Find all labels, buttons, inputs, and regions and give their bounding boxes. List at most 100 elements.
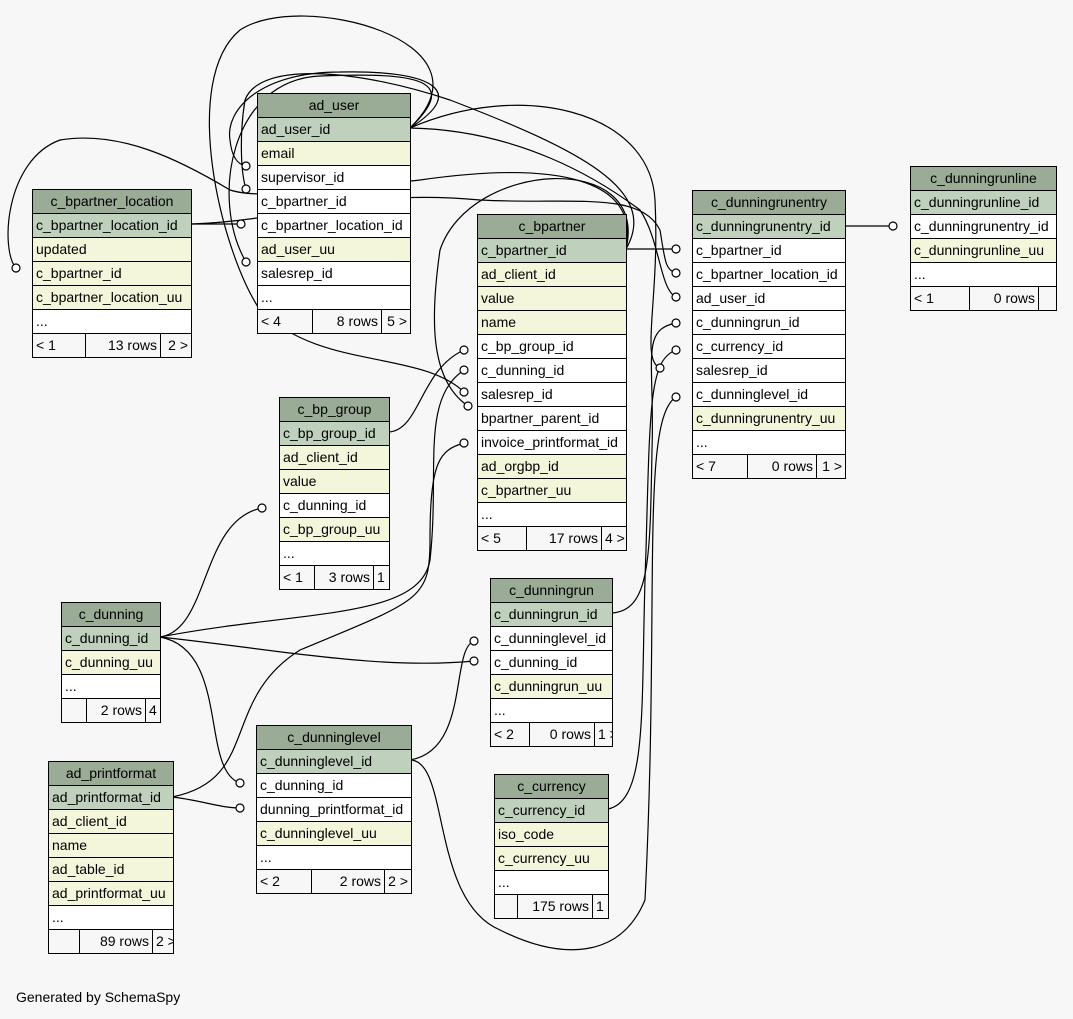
column-row[interactable]: c_bpartner_id <box>693 239 845 263</box>
parents-count[interactable] <box>49 930 80 953</box>
column-row[interactable]: c_currency_uu <box>495 847 608 871</box>
table-title[interactable]: c_bpartner <box>478 215 626 239</box>
column-row[interactable]: ad_client_id <box>280 446 389 470</box>
more-columns-row[interactable]: ... <box>49 906 173 930</box>
column-row[interactable]: ad_table_id <box>49 858 173 882</box>
table-title[interactable]: ad_user <box>258 94 410 118</box>
children-count[interactable]: 1 > <box>377 569 389 585</box>
parents-count[interactable]: < 2 <box>491 723 530 746</box>
column-row[interactable]: value <box>280 470 389 494</box>
column-row[interactable]: c_bpartner_id <box>33 262 191 286</box>
column-row[interactable]: c_dunning_id <box>478 359 626 383</box>
children-count[interactable]: 4 > <box>149 702 160 718</box>
column-row[interactable]: c_dunningrunline_id <box>911 191 1056 215</box>
column-row[interactable]: c_dunningrunentry_id <box>693 215 845 239</box>
column-row[interactable]: invoice_printformat_id <box>478 431 626 455</box>
table-title[interactable]: c_dunning <box>62 603 160 627</box>
column-row[interactable]: c_dunningrun_uu <box>491 675 612 699</box>
column-row[interactable]: c_dunning_id <box>257 774 411 798</box>
parents-count[interactable]: < 1 <box>33 334 86 357</box>
column-row[interactable]: name <box>49 834 173 858</box>
column-row[interactable]: supervisor_id <box>258 166 410 190</box>
column-row[interactable]: c_dunninglevel_id <box>257 750 411 774</box>
column-row[interactable]: updated <box>33 238 191 262</box>
parents-count[interactable] <box>495 895 518 918</box>
column-row[interactable]: c_dunningrunentry_uu <box>693 407 845 431</box>
more-columns-row[interactable]: ... <box>478 503 626 527</box>
column-row[interactable]: dunning_printformat_id <box>257 798 411 822</box>
table-title[interactable]: c_dunninglevel <box>257 726 411 750</box>
children-count[interactable] <box>1039 287 1056 310</box>
more-columns-row[interactable]: ... <box>62 675 160 699</box>
column-row[interactable]: c_dunningrun_id <box>693 311 845 335</box>
column-row[interactable]: ad_orgbp_id <box>478 455 626 479</box>
column-row[interactable]: ad_user_id <box>258 118 410 142</box>
table-title[interactable]: c_currency <box>495 775 608 799</box>
more-columns-row[interactable]: ... <box>911 263 1056 287</box>
column-row[interactable]: c_bp_group_id <box>280 422 389 446</box>
column-row[interactable]: bpartner_parent_id <box>478 407 626 431</box>
column-row[interactable]: c_currency_id <box>693 335 845 359</box>
more-columns-row[interactable]: ... <box>33 310 191 334</box>
column-row[interactable]: c_dunninglevel_id <box>491 627 612 651</box>
table-title[interactable]: c_bp_group <box>280 398 389 422</box>
parents-count[interactable]: < 1 <box>280 566 315 589</box>
column-row[interactable]: c_bpartner_location_id <box>33 214 191 238</box>
parents-count[interactable]: < 4 <box>258 310 313 333</box>
column-row[interactable]: ad_user_uu <box>258 238 410 262</box>
column-row[interactable]: iso_code <box>495 823 608 847</box>
parents-count[interactable]: < 7 <box>693 455 748 478</box>
children-count[interactable]: 5 > <box>387 313 407 329</box>
column-row[interactable]: salesrep_id <box>478 383 626 407</box>
children-count[interactable]: 2 > <box>156 933 173 949</box>
column-row[interactable]: salesrep_id <box>693 359 845 383</box>
more-columns-row[interactable]: ... <box>491 699 612 723</box>
column-row[interactable]: c_dunning_id <box>62 627 160 651</box>
column-row[interactable]: ad_user_id <box>693 287 845 311</box>
column-row[interactable]: email <box>258 142 410 166</box>
more-columns-row[interactable]: ... <box>258 286 410 310</box>
column-row[interactable]: c_dunningrunline_uu <box>911 239 1056 263</box>
column-row[interactable]: c_bp_group_id <box>478 335 626 359</box>
table-title[interactable]: c_dunningrun <box>491 579 612 603</box>
table-title[interactable]: c_dunningrunentry <box>693 191 845 215</box>
column-row[interactable]: c_bpartner_id <box>258 190 410 214</box>
column-row[interactable]: c_bpartner_location_id <box>258 214 410 238</box>
column-row[interactable]: c_dunninglevel_id <box>693 383 845 407</box>
more-columns-row[interactable]: ... <box>693 431 845 455</box>
more-columns-row[interactable]: ... <box>257 846 411 870</box>
parents-count[interactable]: < 2 <box>257 870 312 893</box>
parents-count[interactable]: < 5 <box>478 527 527 550</box>
column-row[interactable]: c_dunning_uu <box>62 651 160 675</box>
column-row[interactable]: c_dunningrunentry_id <box>911 215 1056 239</box>
table-title[interactable]: ad_printformat <box>49 762 173 786</box>
table-title[interactable]: c_dunningrunline <box>911 167 1056 191</box>
table-title[interactable]: c_bpartner_location <box>33 190 191 214</box>
more-columns-row[interactable]: ... <box>495 871 608 895</box>
more-columns-row[interactable]: ... <box>280 542 389 566</box>
parents-count[interactable] <box>62 699 87 722</box>
children-count[interactable]: 2 > <box>168 337 188 353</box>
column-row[interactable]: name <box>478 311 626 335</box>
column-row[interactable]: c_bpartner_id <box>478 239 626 263</box>
column-row[interactable]: c_dunning_id <box>280 494 389 518</box>
column-row[interactable]: c_bpartner_uu <box>478 479 626 503</box>
column-row[interactable]: c_bpartner_location_id <box>693 263 845 287</box>
children-count[interactable]: 4 > <box>605 530 625 546</box>
column-row[interactable]: c_dunning_id <box>491 651 612 675</box>
column-row[interactable]: ad_client_id <box>49 810 173 834</box>
children-count[interactable]: 2 > <box>388 873 408 889</box>
column-row[interactable]: salesrep_id <box>258 262 410 286</box>
column-row[interactable]: ad_client_id <box>478 263 626 287</box>
parents-count[interactable]: < 1 <box>911 287 970 310</box>
column-row[interactable]: ad_printformat_uu <box>49 882 173 906</box>
children-count[interactable]: 1 > <box>822 458 842 474</box>
